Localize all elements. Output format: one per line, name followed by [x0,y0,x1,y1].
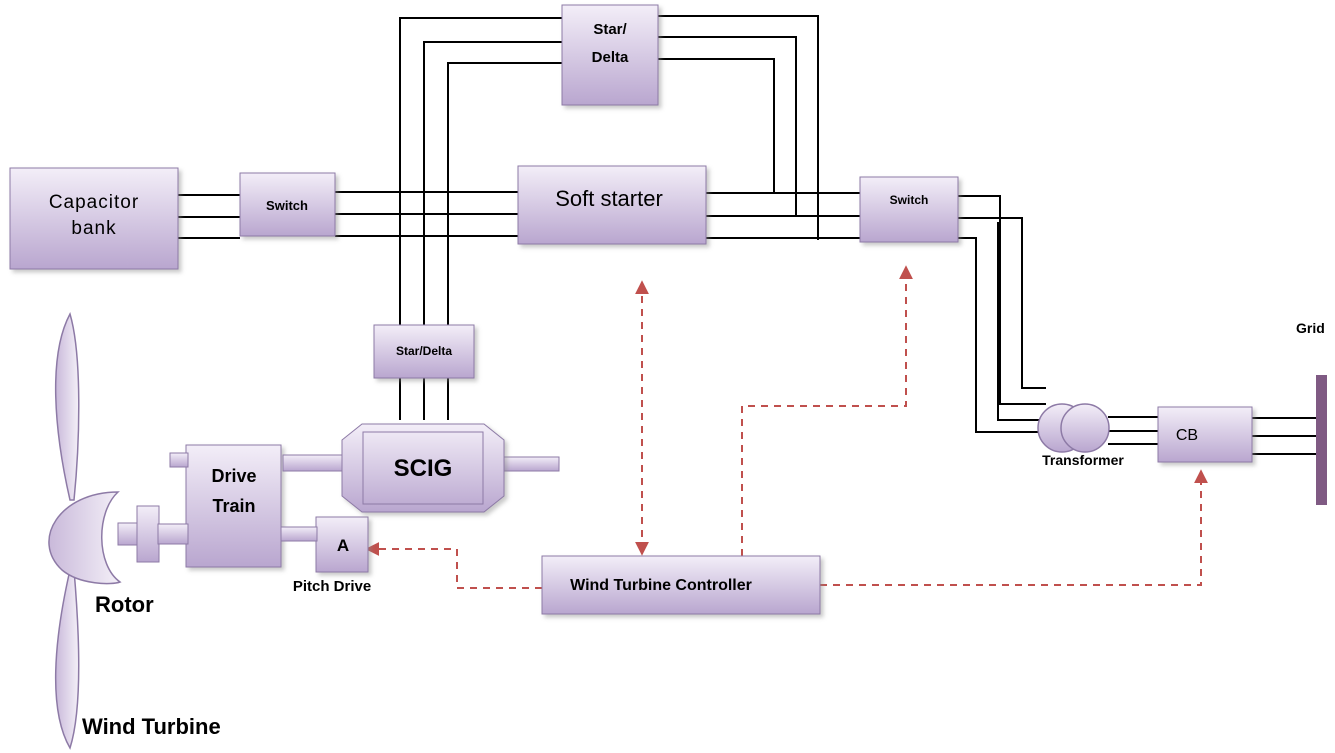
controller-label: Wind Turbine Controller [570,577,752,594]
control-arrow-cb [820,469,1208,586]
scig-generator[interactable] [282,423,560,513]
pitch-drive-label: Pitch Drive [293,578,371,595]
soft-starter-label: Soft starter [555,186,663,211]
control-arrow-pitch [365,542,542,589]
control-arrow-switch [741,265,913,556]
star-delta-top-box[interactable] [561,4,659,106]
capacitor-bank-label-1: Capacitor [49,192,139,213]
circuit-breaker-box[interactable] [1157,406,1253,463]
transformer-symbol [1037,403,1110,453]
switch-right-box[interactable] [859,176,959,243]
block-labels: Capacitor bank Switch Star/ Delta Soft s… [49,21,1198,594]
rotor-shaft [117,452,318,563]
drive-train-box[interactable] [185,444,282,568]
scig-label: SCIG [394,455,453,482]
drive-train-label-2: Train [212,496,255,516]
grid-bus-bar [1316,375,1327,505]
switch-right-label: Switch [890,193,929,207]
drive-train-label-1: Drive [211,466,256,486]
transformer-label: Transformer [1042,452,1124,468]
star-delta-bottom-label: Star/Delta [396,344,452,358]
pitch-actuator-label: A [337,536,349,555]
star-delta-top-label-1: Star/ [593,21,627,38]
hub [48,491,122,585]
component-labels: Pitch Drive Rotor Wind Turbine Transform… [82,320,1325,739]
soft-starter-box[interactable] [517,165,707,245]
star-delta-bottom-box[interactable] [373,324,475,379]
circuit-breaker-label: CB [1176,427,1198,444]
switch-left-box[interactable] [239,172,336,237]
grid-label: Grid [1296,320,1325,336]
wind-turbine-label: Wind Turbine [82,714,221,739]
rotor-label: Rotor [95,592,154,617]
pitch-actuator-box[interactable] [315,516,369,573]
wind-turbine-rotor [48,312,122,750]
blade-top [54,312,80,501]
star-delta-top-label-2: Delta [592,49,629,66]
control-lines [365,265,1208,589]
capacitor-bank-box[interactable] [9,167,179,270]
power-lines [178,15,1318,455]
switch-left-label: Switch [266,198,308,213]
controller-box[interactable] [541,555,821,615]
blade-bottom [54,569,80,750]
capacitor-bank-label-2: bank [71,218,116,239]
